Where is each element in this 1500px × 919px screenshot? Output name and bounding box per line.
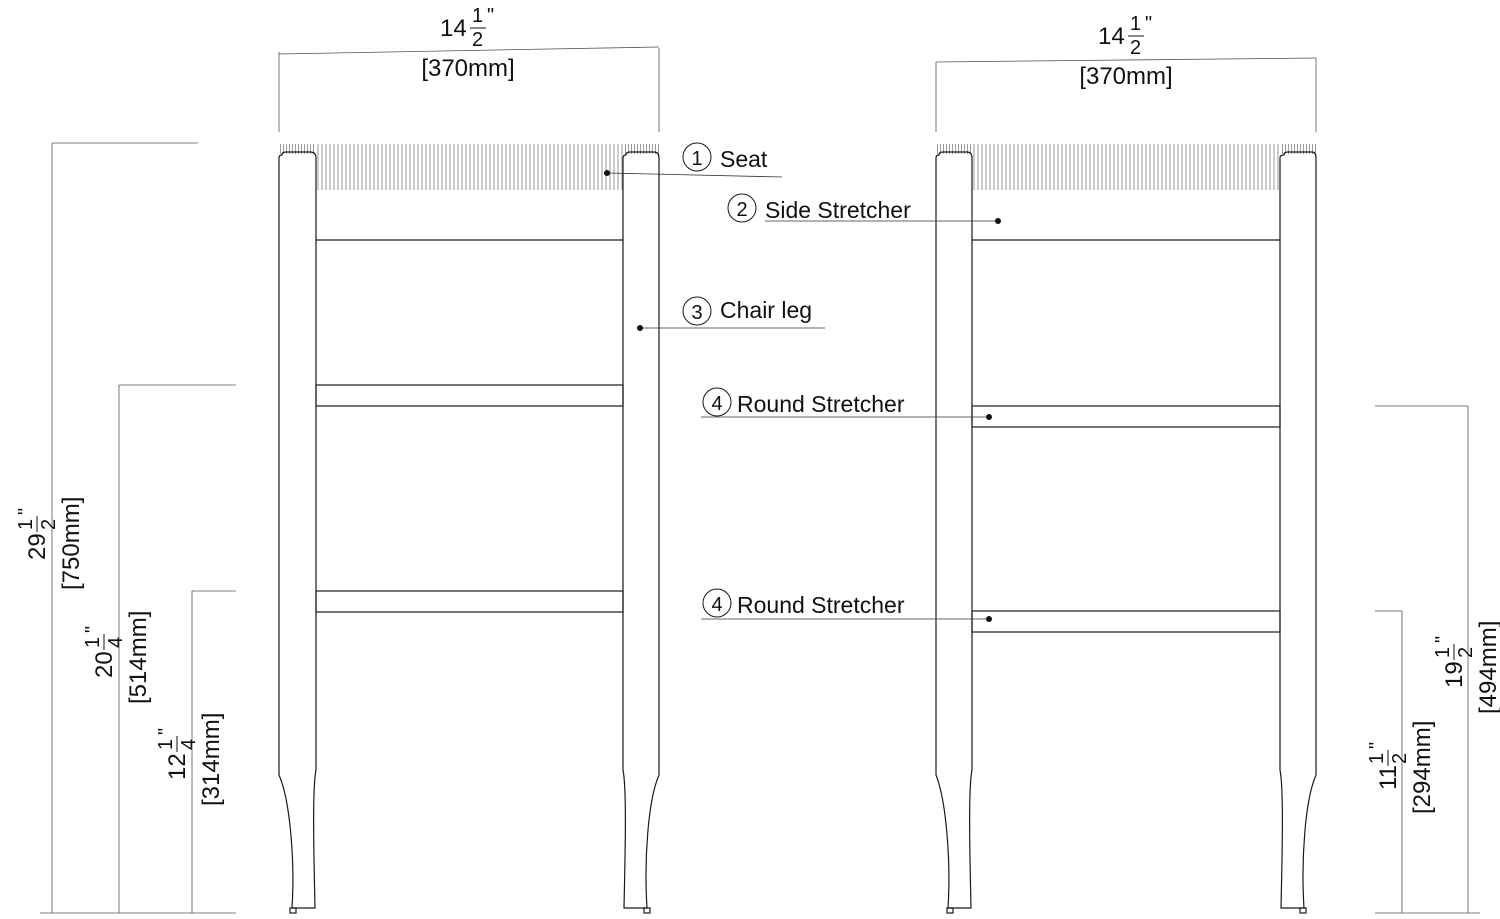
chair-leg-left-a	[278, 151, 317, 909]
callout-round-lower-number: 4	[711, 594, 722, 616]
callout-seat-number: 1	[691, 148, 702, 170]
callout-round-stretcher-upper: 4 Round Stretcher	[701, 387, 992, 420]
height-label-right-lower: 11 1 2 " [294mm]	[1366, 721, 1436, 814]
width-whole-right: 14	[1098, 23, 1125, 50]
height-right-lower-den: 2	[1389, 753, 1411, 764]
height-upper-whole: 20	[91, 651, 118, 678]
leg-foot-right-b	[1299, 907, 1307, 914]
width-whole-left: 14	[440, 15, 467, 42]
height-right-lower-whole: 11	[1375, 765, 1402, 790]
height-total-whole: 29	[24, 533, 51, 560]
height-upper-mm: [514mm]	[125, 611, 152, 704]
callout-side-number: 2	[736, 199, 747, 221]
width-dimension-right	[935, 57, 1317, 132]
leg-foot-left-b	[643, 907, 651, 914]
round-stretcher-left-lower	[315, 590, 624, 613]
width-label-right: 14 1 2 " [370mm]	[1079, 13, 1172, 90]
height-label-right-upper: 19 1 2 " [494mm]	[1432, 621, 1500, 714]
height-right-upper-den: 2	[1455, 647, 1477, 658]
height-upper-unit: "	[82, 626, 104, 633]
round-stretcher-right-upper	[971, 405, 1281, 428]
chair-leg-left-b	[622, 151, 660, 909]
width-dimension-left	[278, 46, 660, 132]
width-den-left: 2	[472, 29, 483, 51]
height-lower-mm: [314mm]	[198, 713, 225, 806]
height-label-lower-stretcher: 12 1 4 " [314mm]	[155, 713, 225, 806]
height-label-upper-stretcher: 20 1 4 " [514mm]	[82, 611, 152, 704]
height-right-upper-mm: [494mm]	[1475, 621, 1500, 714]
round-stretcher-right-lower	[971, 610, 1281, 633]
callout-round-stretcher-lower: 4 Round Stretcher	[701, 588, 992, 622]
callout-seat-label: Seat	[720, 146, 768, 172]
height-right-upper-whole: 19	[1441, 661, 1468, 688]
seat-rail-left-b	[623, 144, 659, 154]
seat-rail-right-a	[936, 144, 972, 154]
height-right-upper-num: 1	[1432, 647, 1454, 658]
leg-foot-left-a	[289, 907, 297, 914]
width-mm-left: [370mm]	[421, 55, 514, 82]
callout-round-upper-number: 4	[711, 393, 722, 415]
height-total-num: 1	[15, 519, 37, 530]
height-upper-num: 1	[82, 637, 104, 648]
height-lower-unit: "	[155, 728, 177, 735]
callout-chair-leg: 3 Chair leg	[637, 296, 825, 331]
height-dimensions-left	[40, 142, 236, 914]
callout-seat: 1 Seat	[604, 142, 783, 178]
height-total-mm: [750mm]	[58, 497, 85, 590]
chair-leg-right-b	[1279, 151, 1317, 909]
leg-foot-right-a	[946, 907, 954, 914]
height-total-den: 2	[38, 519, 60, 530]
seat-rail-right-b	[1280, 144, 1316, 154]
callout-leg-label: Chair leg	[720, 297, 812, 323]
callout-leg-number: 3	[691, 302, 702, 324]
height-right-lower-unit: "	[1366, 742, 1388, 749]
side-view	[935, 144, 1317, 914]
height-dimensions-right	[1375, 405, 1480, 914]
width-num-right: 1	[1130, 13, 1141, 35]
seat-weave-right	[972, 144, 1280, 190]
callout-round-lower-label: Round Stretcher	[737, 592, 905, 618]
width-unit-right: "	[1145, 13, 1152, 35]
height-upper-den: 4	[105, 637, 127, 648]
seat-rail-left-a	[280, 144, 316, 154]
height-lower-num: 1	[155, 739, 177, 750]
height-total-unit: "	[15, 508, 37, 515]
width-den-right: 2	[1130, 37, 1141, 59]
callout-round-upper-label: Round Stretcher	[737, 391, 905, 417]
callout-side-label: Side Stretcher	[765, 197, 911, 223]
width-num-left: 1	[472, 5, 483, 27]
height-right-lower-num: 1	[1366, 753, 1388, 764]
height-lower-den: 4	[178, 739, 200, 750]
height-right-upper-unit: "	[1432, 636, 1454, 643]
callout-side-stretcher: 2 Side Stretcher	[727, 193, 1001, 224]
height-right-lower-mm: [294mm]	[1409, 721, 1436, 814]
round-stretcher-left-upper	[315, 384, 624, 407]
width-unit-left: "	[487, 5, 494, 27]
height-label-total: 29 1 2 " [750mm]	[15, 497, 85, 590]
seat-weave-left	[316, 144, 623, 190]
height-lower-whole: 12	[164, 753, 191, 780]
chair-leg-right-a	[935, 151, 973, 909]
front-view	[278, 144, 660, 914]
width-label-left: 14 1 2 " [370mm]	[421, 5, 514, 82]
width-mm-right: [370mm]	[1079, 63, 1172, 90]
